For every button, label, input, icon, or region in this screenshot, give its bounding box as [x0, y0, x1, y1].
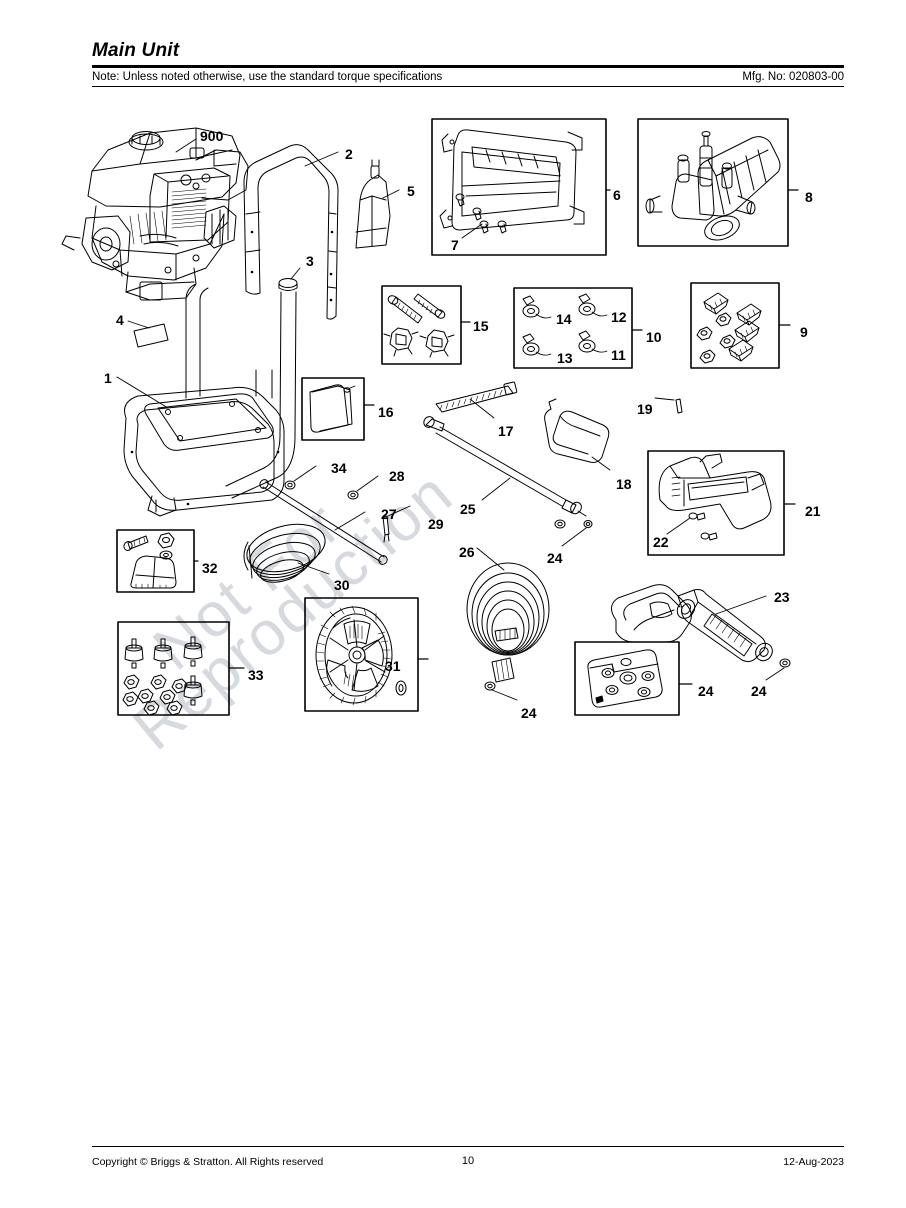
siphon-hose-coil-art [243, 523, 330, 583]
pin-19-art [654, 397, 683, 414]
lower-handle-tube-art [278, 267, 301, 437]
callout-panel-screws: 7 [451, 237, 459, 253]
callout-cover-screws: 22 [653, 534, 669, 550]
screw-14 [522, 295, 552, 319]
callout-bolt-and-nut-kit: 9 [800, 324, 808, 340]
box-15-art [381, 285, 471, 365]
callout-screw-14: 14 [556, 311, 572, 327]
callout-screw-kit: 10 [646, 329, 662, 345]
copyright-text: Copyright © Briggs & Stratton. All Right… [92, 1156, 324, 1168]
torque-note: Note: Unless noted otherwise, use the st… [92, 71, 443, 83]
page-number: 10 [461, 1155, 475, 1167]
callout-foot-kit: 32 [202, 560, 218, 576]
screw-13 [522, 333, 552, 356]
callout-cotter-pin: 29 [428, 516, 444, 532]
callout-o-ring-kit-bag: 24 [698, 683, 714, 699]
header-rule-thick [92, 65, 844, 68]
callout-pump-assembly: 8 [805, 189, 813, 205]
box-6-art [431, 118, 611, 256]
spray-gun-art [611, 584, 791, 681]
callout-high-pressure-hose: 26 [459, 544, 475, 560]
callout-isolator-kit: 33 [248, 667, 264, 683]
box-16-art [301, 377, 375, 441]
screw-11 [578, 330, 608, 353]
callout-screw-12: 12 [611, 309, 627, 325]
callout-o-ring-gun: 24 [751, 683, 767, 699]
callout-washer-34: 34 [331, 460, 347, 476]
callout-spray-gun: 23 [774, 589, 790, 605]
callout-screw-13: 13 [557, 350, 573, 366]
box-33-art [117, 621, 245, 716]
callout-panel-assembly: 6 [613, 187, 621, 203]
callout-o-ring-lance: 24 [547, 550, 563, 566]
callout-bolt-and-knob-kit: 15 [473, 318, 489, 334]
callout-wheel: 31 [385, 658, 401, 674]
box-24-art [574, 641, 693, 716]
nozzle-holder-art [355, 159, 400, 249]
callout-wire-form-bracket: 18 [616, 476, 632, 492]
footer-rule [92, 1146, 844, 1147]
callout-upper-handle: 2 [345, 146, 353, 162]
callout-decal: 4 [116, 312, 124, 328]
callout-tie-strap: 17 [498, 423, 514, 439]
callout-frame-assembly: 1 [104, 370, 112, 386]
lance-wand-art [423, 416, 593, 547]
callout-side-panel: 16 [378, 404, 394, 420]
callout-o-ring-hose: 24 [521, 705, 537, 721]
high-pressure-hose-art [466, 519, 566, 701]
callout-engine-assembly: 900 [200, 128, 224, 144]
box-10-art [513, 287, 643, 369]
box-32-art [116, 529, 199, 593]
header-rule-thin [92, 86, 844, 87]
callout-washer-28: 28 [389, 468, 405, 484]
decal-art [127, 320, 169, 348]
box-21-art [647, 450, 796, 556]
box-9-art [690, 282, 791, 369]
box-8-art [637, 118, 799, 247]
page-header: Main Unit Note: Unless noted otherwise, … [92, 40, 844, 87]
mfg-number: Mfg. No: 020803-00 [742, 71, 844, 83]
screw-12 [578, 293, 608, 317]
callout-handle-grip-cover: 21 [805, 503, 821, 519]
frame-assembly-art [116, 359, 285, 517]
axle-rod-art [259, 465, 411, 565]
callout-pin: 19 [637, 401, 653, 417]
engine-assembly-art [61, 127, 249, 301]
callout-lance-wand: 25 [460, 501, 476, 517]
callout-axle-rod: 27 [381, 506, 397, 522]
header-note-row: Note: Unless noted otherwise, use the st… [92, 68, 844, 86]
upper-handle-art [243, 144, 339, 320]
page-footer: Copyright © Briggs & Stratton. All Right… [92, 1146, 844, 1168]
footer-date: 12-Aug-2023 [783, 1156, 844, 1168]
callout-nozzle-holder: 5 [407, 183, 415, 199]
tie-strap-art [435, 381, 518, 419]
callout-siphon-hose-coil: 30 [334, 577, 350, 593]
handle-tube-lower-bend-art [225, 435, 296, 499]
wire-form-bracket-art [544, 398, 611, 471]
box-31-art [304, 597, 429, 712]
footer-row: Copyright © Briggs & Stratton. All Right… [92, 1147, 844, 1168]
frame-left-tube-art [185, 283, 209, 361]
callout-screw-11: 11 [611, 347, 626, 363]
page-title: Main Unit [92, 40, 180, 61]
callout-handle-cap: 3 [306, 253, 314, 269]
